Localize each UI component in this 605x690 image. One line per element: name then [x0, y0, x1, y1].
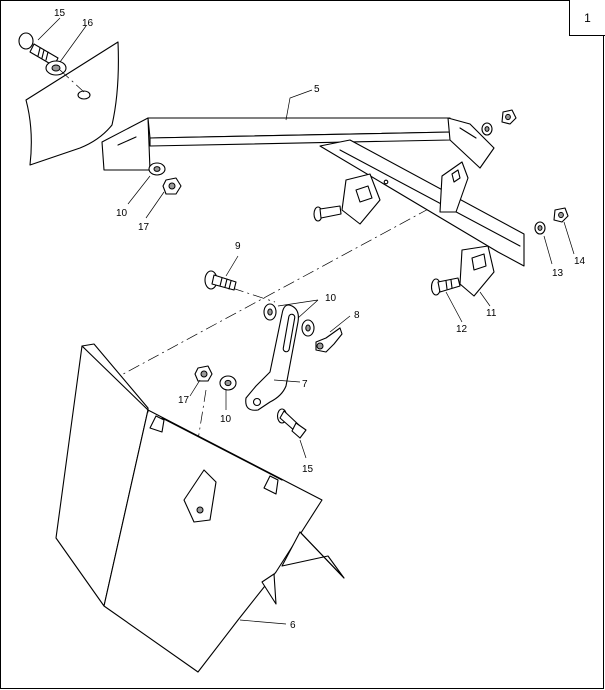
- callout-12: 12: [456, 324, 468, 335]
- washer-right-upper: [481, 122, 493, 136]
- deflector-6: [55, 343, 345, 673]
- callout-15-upper: 15: [54, 8, 66, 19]
- washer-10-mid-a: [263, 303, 277, 321]
- callout-9: 9: [235, 241, 241, 252]
- carriage-bolt-frame: [313, 205, 342, 222]
- link-plate-7: [245, 304, 299, 411]
- bracket-11-left: [341, 173, 381, 225]
- callout-10-lower: 10: [220, 414, 232, 425]
- wing-nut-8: [315, 327, 343, 353]
- bracket-tab-center: [439, 161, 469, 213]
- callout-10-upper: 10: [116, 208, 128, 219]
- washer-13: [534, 221, 546, 235]
- frame-bar-5: [101, 117, 525, 267]
- callout-15-lower: 15: [302, 464, 314, 475]
- nut-17-lower: [194, 365, 213, 382]
- callout-6: 6: [290, 620, 296, 631]
- callout-17-upper: 17: [138, 222, 150, 233]
- washer-10-lower: [219, 375, 237, 391]
- nut-14: [553, 207, 569, 223]
- washer-16: [45, 60, 67, 76]
- nut-right-upper: [501, 109, 517, 125]
- side-plate-upper-left: [25, 41, 119, 166]
- center-line-main: [89, 199, 446, 393]
- sheet-number-box: 1: [569, 0, 605, 36]
- bolt-12: [430, 277, 461, 296]
- sheet-number: 1: [584, 10, 591, 25]
- callout-11: 11: [486, 308, 497, 319]
- callout-17-lower: 17: [178, 395, 190, 406]
- bolt-9: [204, 270, 237, 291]
- leader-lines: [37, 17, 575, 625]
- callout-14: 14: [574, 256, 586, 267]
- callout-13: 13: [552, 268, 564, 279]
- bolt-15-upper: [18, 32, 59, 67]
- center-line-bolt-9: [231, 287, 276, 303]
- callout-8: 8: [354, 310, 360, 321]
- washer-10-upper: [148, 162, 166, 176]
- callout-16: 16: [82, 18, 94, 29]
- bracket-11-right: [459, 245, 495, 297]
- bolt-15-lower: [276, 408, 307, 439]
- nut-17-upper: [162, 177, 182, 195]
- callout-10-mid: 10: [325, 293, 337, 304]
- washer-10-mid-b: [301, 319, 315, 337]
- callout-5: 5: [314, 84, 320, 95]
- callout-7: 7: [302, 379, 308, 390]
